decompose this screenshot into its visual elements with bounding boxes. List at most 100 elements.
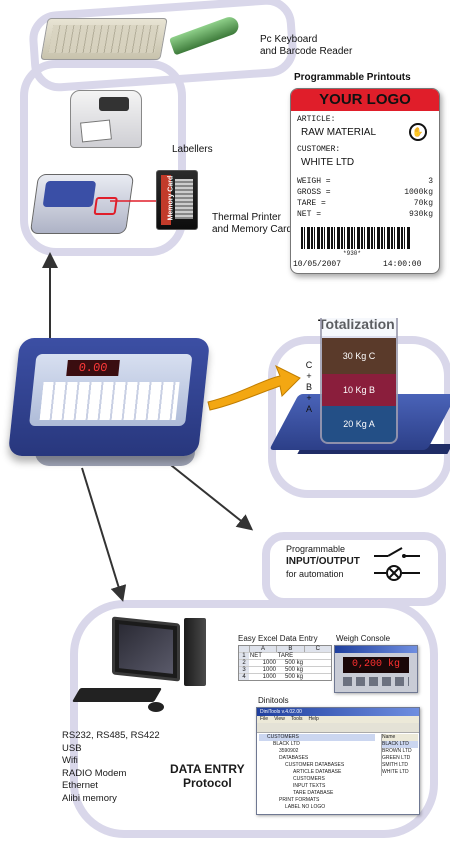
list-item[interactable]: BLACK LTD [382,741,418,748]
tree-item[interactable]: TARE DATABASE [293,790,334,796]
totalization-title: Totalization [318,316,395,332]
label-date: 10/05/2007 [293,260,342,269]
cell: TARE [277,653,294,659]
io-box: Programmable INPUT/OUTPUT for automation [262,532,446,606]
io-line2: INPUT/OUTPUT [286,556,360,567]
layer-b-label: 10 Kg B [342,385,376,395]
col-header: B [277,646,305,652]
tree-item[interactable]: CUSTOMER DATABASES [285,762,345,768]
menu-item[interactable]: View [274,716,285,722]
lamp-icon [374,565,420,581]
weigh-console-caption: Weigh Console [336,634,391,643]
article-label: ARTICLE: [297,115,336,124]
tree-item[interactable]: INPUT TEXTS [293,783,326,789]
col-header: A [250,646,278,652]
label-logo: YOUR LOGO [291,89,439,111]
thermal-caption: Thermal Printer [212,212,281,223]
barcode-number: *930* [343,250,362,257]
bottom-loop [70,600,438,838]
data-entry-line1: DATA ENTRY [170,762,245,776]
row-num: 1 [239,653,249,659]
printout-label: YOUR LOGO ARTICLE: RAW MATERIAL ✋ CUSTOM… [290,88,440,274]
io-line3: for automation [286,569,344,579]
left-loop [20,60,186,256]
side-label: C [305,360,313,370]
list-item[interactable]: BROWN LTD [382,748,412,754]
interfaces-list: RS232, RS485, RS422 USB Wifi RADIO Modem… [62,730,160,805]
tree-item[interactable]: PRINT FORMATS [279,797,320,803]
printer-to-card-line [110,200,158,202]
list-item[interactable]: SMITH LTD [382,762,409,768]
pc-arrow [81,467,127,602]
list-item[interactable]: WHITE LTD [382,769,409,775]
labeller-image [70,90,142,148]
indicator-keypad [39,382,180,420]
cell: 500 kg [284,667,303,673]
beaker: 30 Kg C 10 Kg B 20 Kg A [320,318,398,444]
row-num: 2 [239,660,249,666]
row-key: TARE = [297,199,326,208]
customer-label: CUSTOMER: [297,145,341,154]
tree-item[interactable]: LABEL NO LOGO [285,804,326,810]
article-value: RAW MATERIAL [301,127,377,138]
label-time: 14:00:00 [383,260,422,269]
interface-item: RS232, RS485, RS422 [62,730,160,741]
printouts-title: Programmable Printouts [294,72,411,83]
row-value: 70kg [413,199,433,208]
list-header: Name [382,734,418,741]
dinitools-toolbar [257,723,419,733]
list-item[interactable]: GREEN LTD [382,755,411,761]
menu-item[interactable]: Help [308,716,319,722]
interface-item: Alibi memory [62,792,117,804]
tree-item[interactable]: DATABASES [279,755,309,761]
cell: 500 kg [284,674,303,680]
pc-monitor [112,616,180,682]
dinitools-tree: CUSTOMERS BLACK LTD 3590902 DATABASES CU… [259,734,375,811]
layer-c: 30 Kg C [322,338,396,374]
cell: 1000 [262,667,276,673]
no-handling-icon: ✋ [409,123,427,141]
row-key: WEIGH = [297,177,331,186]
data-entry-line2: Protocol [183,776,232,790]
switch-icon [374,547,420,558]
tree-item[interactable]: BLACK LTD [273,741,300,747]
barcode-caption: and Barcode Reader [260,46,353,57]
side-label: B [305,382,312,392]
interface-item: USB [62,742,82,754]
totalization-arrow [207,364,301,411]
layer-a: 20 Kg A [322,406,396,442]
side-label: + [306,371,312,381]
layer-a-label: 20 Kg A [343,419,375,429]
label-row: TARE = 70kg [297,199,433,208]
tree-item[interactable]: ARTICLE DATABASE [293,769,342,775]
dinitools-menu: File View Tools Help [257,716,419,723]
data-entry-title: DATA ENTRY Protocol [170,762,245,790]
menu-item[interactable]: Tools [290,716,303,722]
io-line1: Programmable [286,544,346,554]
tree-item[interactable]: 3590902 [279,748,299,754]
side-label: A [305,404,312,414]
menu-item[interactable]: File [260,716,269,722]
memory-card-image: Memory Card [156,170,198,230]
cell: NET [249,653,262,659]
pc-tower [184,618,206,686]
weighing-indicator: 0.00 [7,338,211,456]
beaker-side-labels: C + B + A [304,360,314,415]
row-value: 3 [428,177,433,186]
tree-item[interactable]: CUSTOMERS [293,776,325,782]
indicator-display: 0.00 [66,360,120,376]
console-display: 0,200 kg [343,657,409,673]
tree-item[interactable]: CUSTOMERS [259,734,375,741]
pc-keyboard [71,688,163,702]
interface-item: Ethernet [62,780,98,791]
dinitools-caption: Dinitools [258,696,289,705]
label-row: WEIGH = 3 [297,177,433,186]
row-key: NET = [297,210,322,219]
label-row: NET =930kg [297,210,433,219]
cell: 1000 [262,660,276,666]
interface-item: RADIO Modem [62,767,127,779]
keyboard-caption: Pc Keyboard [260,34,318,45]
cell: 1000 [262,674,276,680]
interface-item: Wifi [62,755,78,766]
